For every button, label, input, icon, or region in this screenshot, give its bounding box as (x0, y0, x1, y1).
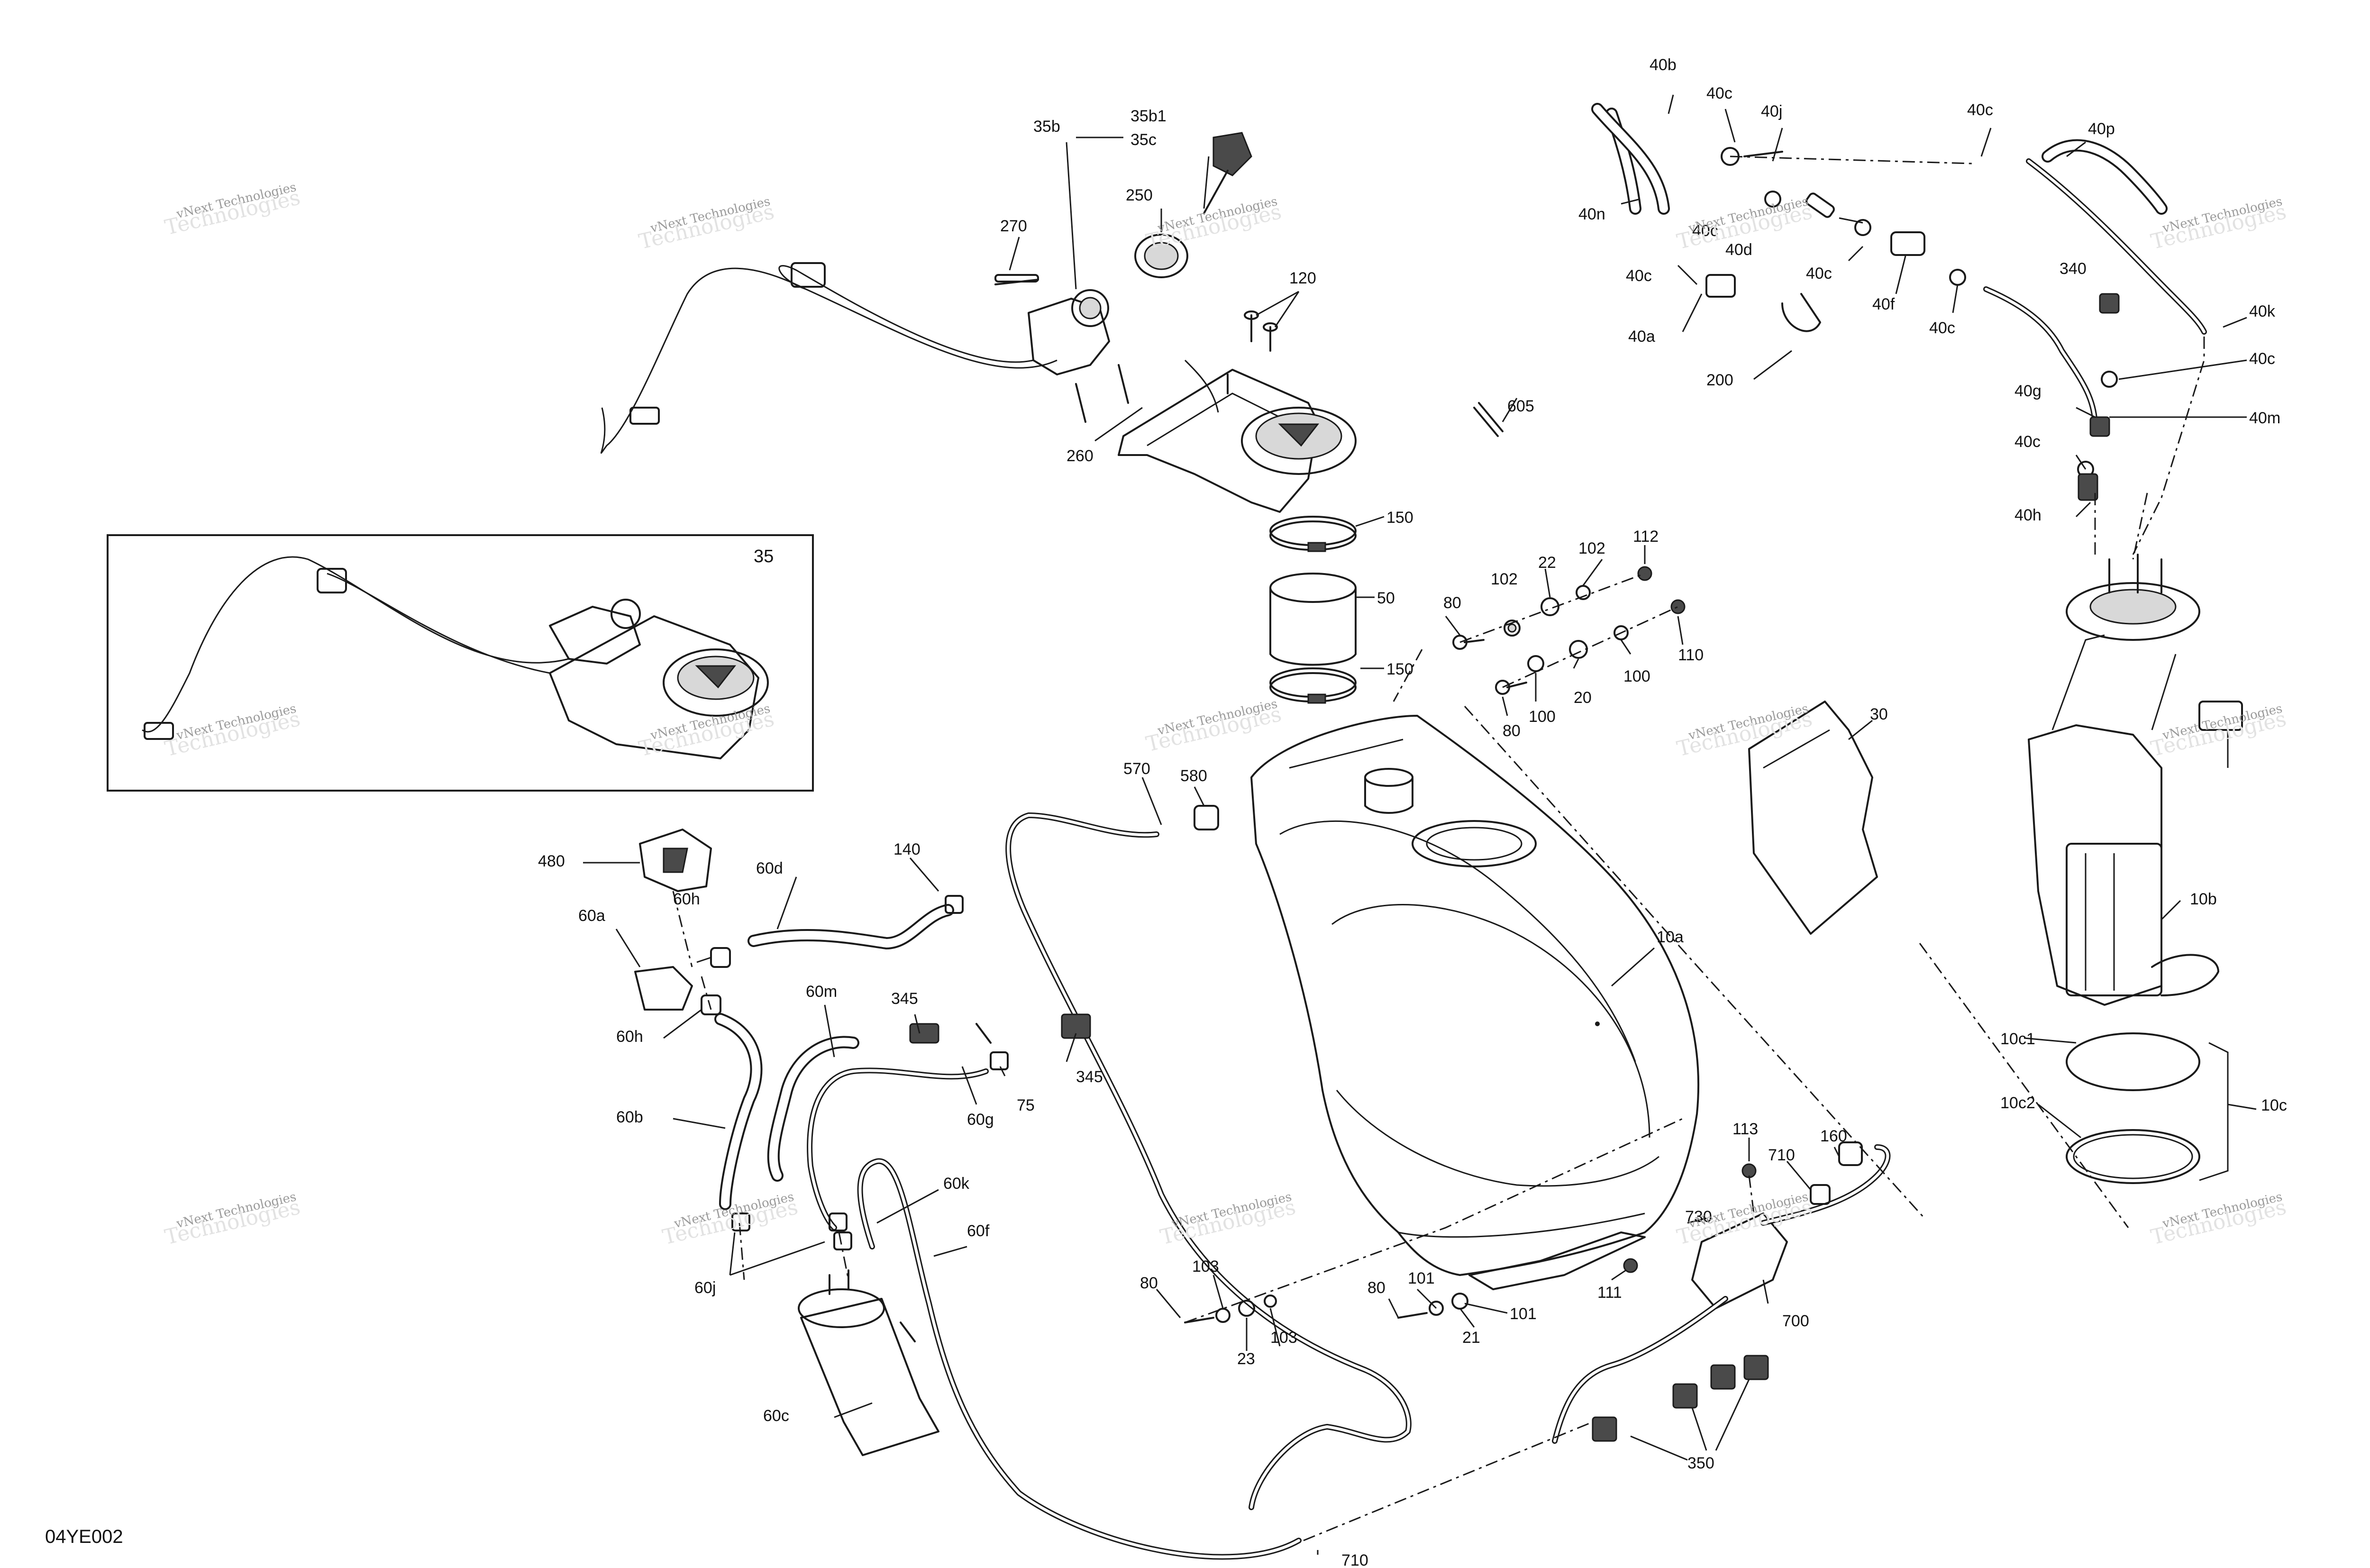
callout-10b: 10b (2190, 890, 2217, 908)
vent-line-assembly-40 (1591, 103, 2207, 501)
callout-60d: 60d (756, 859, 783, 877)
callout-80: 80 (1503, 722, 1521, 740)
callout-113: 113 (1732, 1120, 1759, 1138)
callout-50: 50 (1377, 589, 1395, 607)
callout-700: 700 (1782, 1312, 1809, 1330)
assembly-lines (672, 155, 2205, 1541)
callout-40b: 40b (1650, 56, 1677, 74)
filler-assembly (600, 132, 1357, 513)
callout-75: 75 (1017, 1096, 1035, 1114)
callout-40c: 40c (1806, 264, 1832, 283)
callout-580: 580 (1180, 767, 1207, 785)
callout-20: 20 (1574, 689, 1592, 707)
fuel-pump-module-10b (2028, 554, 2243, 1184)
callout-10a: 10a (1657, 928, 1684, 946)
callout-345: 345 (1076, 1068, 1103, 1086)
vent-system-60 (634, 805, 1412, 1560)
callout-60c: 60c (763, 1407, 789, 1425)
vent-700 (1552, 1141, 1891, 1444)
callout-80: 80 (1367, 1279, 1386, 1297)
callout-60h: 60h (616, 1028, 643, 1046)
callout-40g: 40g (2014, 382, 2042, 400)
leader-lines (583, 94, 2257, 1555)
callout-101: 101 (1510, 1305, 1537, 1323)
callout-100: 100 (1529, 708, 1556, 726)
callout-605: 605 (1507, 397, 1534, 415)
callout-350: 350 (1687, 1454, 1714, 1472)
callout-40c: 40c (1929, 319, 1955, 337)
callout-101: 101 (1408, 1269, 1435, 1287)
callout-40c: 40c (1706, 84, 1732, 102)
callout-10c: 10c (2261, 1096, 2287, 1114)
callout-60a: 60a (578, 907, 605, 925)
fuel-tank-10a (1250, 715, 1699, 1290)
callout-103: 103 (1270, 1329, 1297, 1347)
callout-60j: 60j (694, 1279, 716, 1297)
callout-570: 570 (1123, 760, 1150, 778)
callout-160: 160 (1820, 1127, 1847, 1145)
callout-345: 345 (891, 990, 918, 1008)
callout-102: 102 (1578, 539, 1605, 557)
callout-710: 710 (1341, 1551, 1368, 1568)
callout-40f: 40f (1872, 295, 1895, 313)
drawing-code: 04YE002 (45, 1526, 123, 1547)
callout-30: 30 (1870, 705, 1888, 723)
callout-40k: 40k (2249, 302, 2275, 320)
callout-60f: 60f (967, 1222, 990, 1240)
callout-10c1: 10c1 (2000, 1030, 2035, 1048)
callout-35c: 35c (1130, 131, 1157, 149)
callout-270: 270 (1000, 217, 1027, 235)
callout-80: 80 (1140, 1274, 1158, 1292)
callout-60m: 60m (806, 983, 838, 1001)
filler-hose-clamps (1269, 516, 1357, 704)
callout-730: 730 (1685, 1208, 1712, 1226)
callout-60g: 60g (967, 1111, 994, 1129)
callout-80: 80 (1443, 594, 1461, 612)
callout-40c: 40c (1967, 101, 1993, 119)
callout-40n: 40n (1578, 205, 1605, 223)
callout-480: 480 (538, 852, 565, 870)
callout-40c: 40c (1626, 267, 1652, 285)
callout-340: 340 (2060, 260, 2087, 278)
callout-40c: 40c (2249, 350, 2275, 368)
callout-40c: 40c (1692, 222, 1718, 240)
callout-40c: 40c (2014, 433, 2041, 451)
callout-40a: 40a (1628, 328, 1655, 346)
callout-22: 22 (1538, 554, 1556, 572)
callout-40m: 40m (2249, 409, 2281, 427)
callout-120: 120 (1289, 269, 1316, 287)
callout-21: 21 (1462, 1329, 1480, 1347)
callout-200: 200 (1706, 371, 1733, 389)
callout-60k: 60k (943, 1175, 969, 1193)
callout-23: 23 (1237, 1350, 1255, 1368)
hardware (975, 402, 1757, 1323)
callout-140: 140 (893, 840, 921, 858)
inset-assembly (142, 556, 769, 759)
callout-40j: 40j (1761, 102, 1783, 120)
callout-150-bottom: 150 (1386, 660, 1413, 678)
callout-35b: 35b (1033, 118, 1060, 136)
callout-110: 110 (1678, 646, 1704, 664)
callout-60b: 60b (616, 1108, 643, 1126)
inset-frame (107, 534, 814, 792)
callout-40p: 40p (2088, 120, 2115, 138)
inset-callout-35: 35 (754, 547, 774, 566)
callout-100: 100 (1623, 667, 1650, 685)
heat-shield-30 (1748, 701, 1878, 935)
callout-35b1: 35b1 (1130, 107, 1167, 125)
callout-40h: 40h (2014, 506, 2042, 524)
callout-250: 250 (1126, 186, 1153, 204)
callout-710: 710 (1768, 1146, 1795, 1164)
callout-102: 102 (1491, 570, 1518, 588)
callout-103: 103 (1192, 1258, 1219, 1276)
callout-150-top: 150 (1386, 509, 1413, 527)
callout-40d: 40d (1725, 241, 1752, 259)
callout-60h: 60h (673, 890, 700, 908)
callout-111: 111 (1597, 1284, 1622, 1302)
callout-112: 112 (1633, 528, 1659, 546)
callout-10c2: 10c2 (2000, 1094, 2035, 1112)
callout-260: 260 (1066, 447, 1094, 465)
